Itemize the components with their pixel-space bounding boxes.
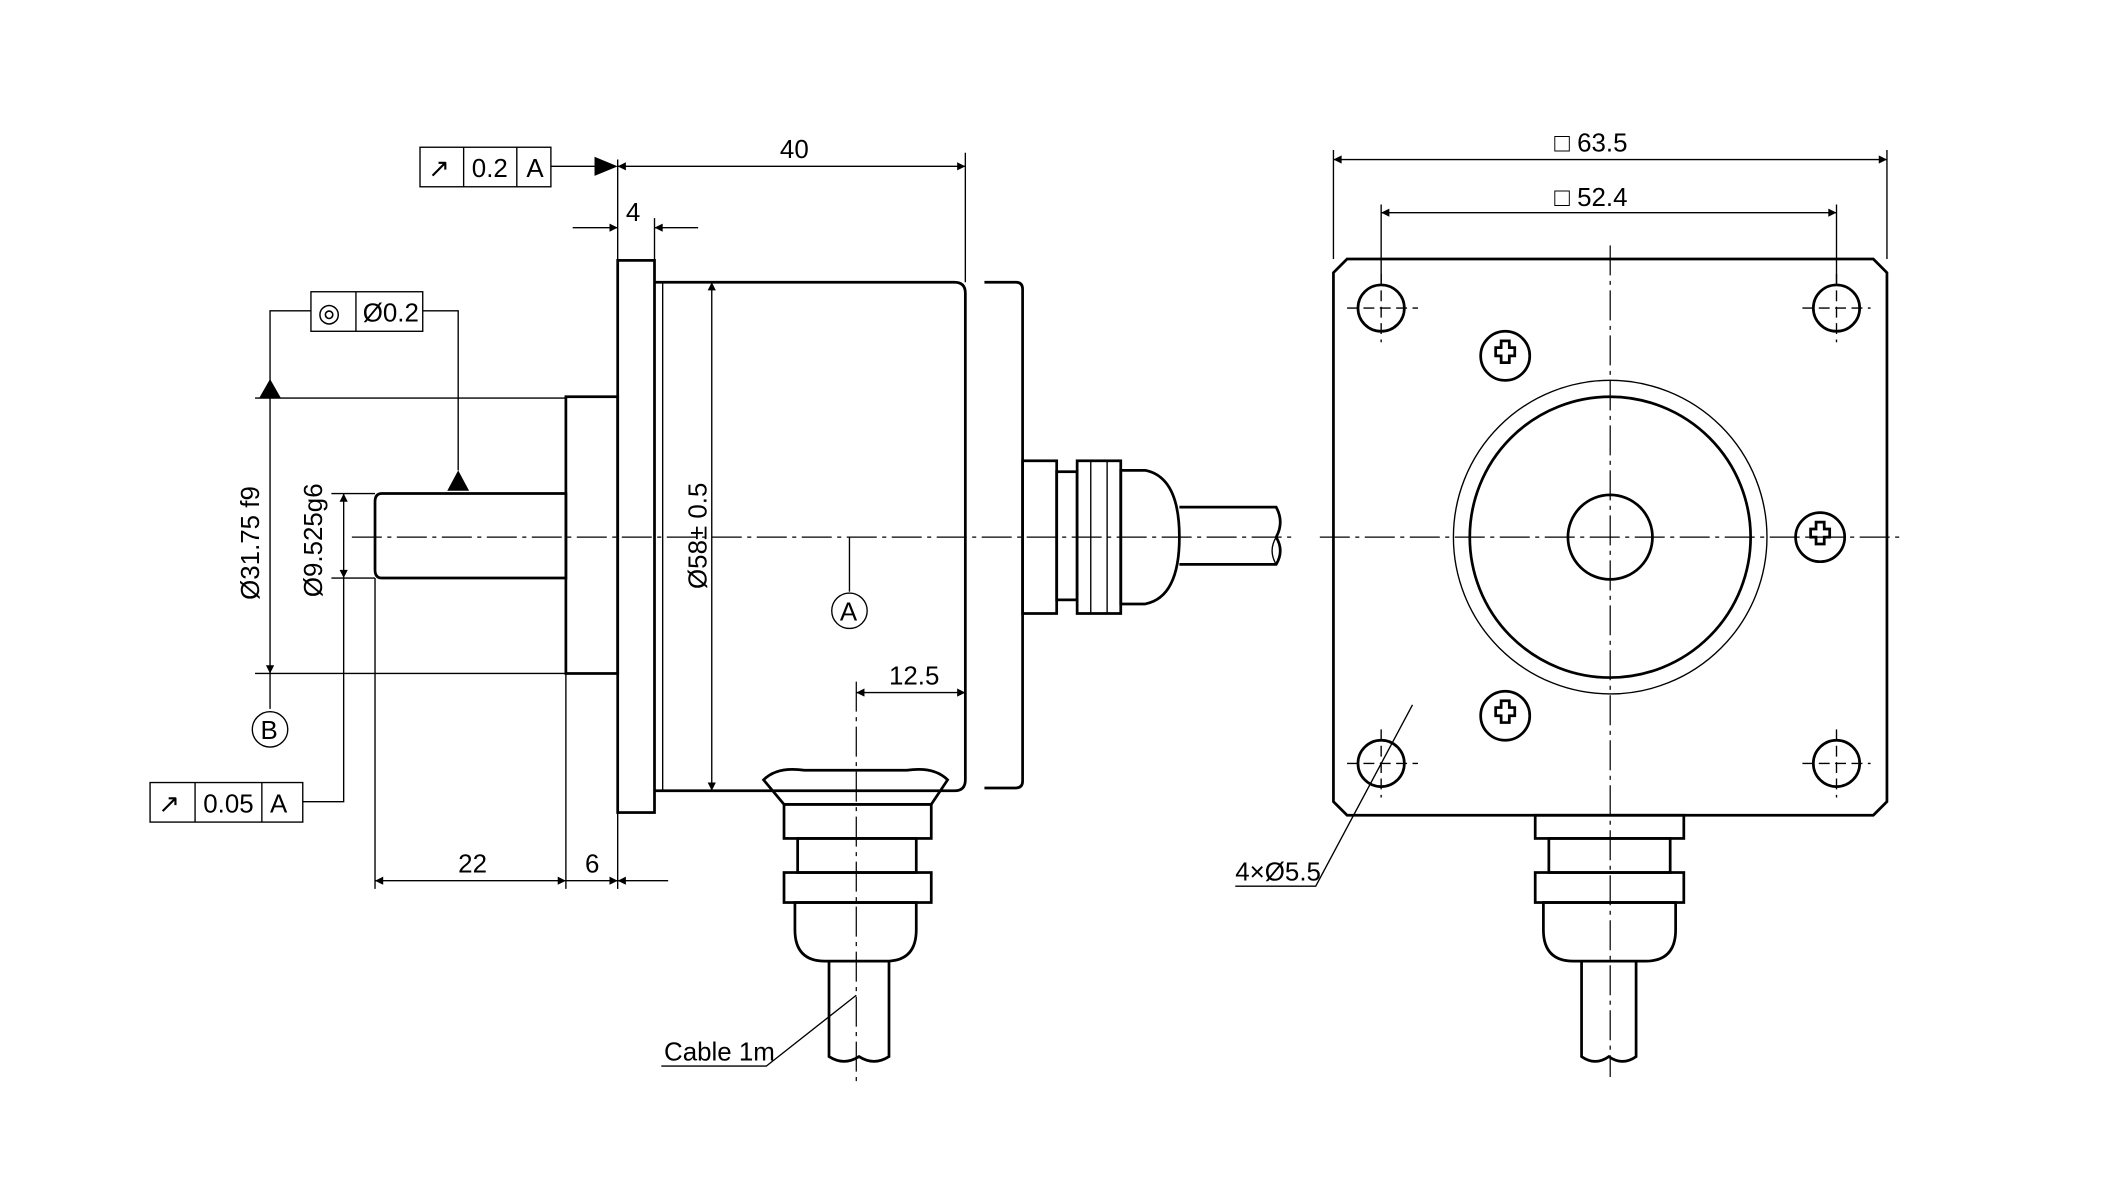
cable-label: Cable 1m (664, 1039, 775, 1067)
housing (654, 280, 967, 793)
dim-shaft-diameter: Ø9.525g6 (300, 483, 328, 597)
screws (1479, 329, 1847, 742)
flange-square (1332, 257, 1889, 817)
datum-b: B (261, 717, 278, 745)
svg-text:0.05: 0.05 (203, 791, 253, 819)
dim-length: 40 (780, 136, 809, 164)
svg-text:A: A (526, 155, 544, 183)
dim-holes: 4×Ø5.5 (1235, 859, 1321, 887)
svg-text:◎: ◎ (318, 300, 341, 328)
runout-frame-top: ↗ 0.2 A (419, 146, 552, 188)
cable-gland-bottom (761, 681, 950, 1084)
svg-text:↗: ↗ (428, 155, 450, 183)
dim-hub-diameter: Ø31.75 f9 (237, 486, 265, 600)
shaft (373, 492, 568, 580)
front-view: □ 63.5 □ 52.4 4×Ø5.5 (1235, 129, 1902, 1078)
datum-a: A (840, 598, 858, 626)
svg-text:Ø0.2: Ø0.2 (363, 300, 419, 328)
side-view: 40 4 ↗ 0.2 A ◎ Ø0.2 Ø31.75 f9 B Ø9.525g6… (149, 136, 1293, 1084)
svg-text:A: A (270, 791, 288, 819)
dim-shaft-length: 22 (458, 851, 487, 879)
cable-gland-front (1533, 813, 1686, 1063)
concentricity-frame: ◎ Ø0.2 (310, 291, 424, 332)
flange (616, 259, 656, 814)
dim-hole-square: □ 52.4 (1554, 184, 1627, 212)
svg-text:↗: ↗ (158, 791, 180, 819)
dim-body-diameter: Ø58± 0.5 (684, 483, 712, 589)
dim-flange: 4 (626, 199, 640, 227)
svg-text:0.2: 0.2 (472, 155, 508, 183)
dim-outer-square: □ 63.5 (1554, 129, 1627, 157)
cable-gland-rear (1021, 459, 1282, 615)
mounting-holes (1347, 274, 1871, 798)
rear-cover (984, 280, 1024, 790)
dim-hub-length: 6 (585, 851, 599, 879)
runout-frame-bottom: ↗ 0.05 A (149, 781, 304, 823)
dim-gland-offset: 12.5 (889, 662, 939, 690)
hub (564, 395, 620, 675)
